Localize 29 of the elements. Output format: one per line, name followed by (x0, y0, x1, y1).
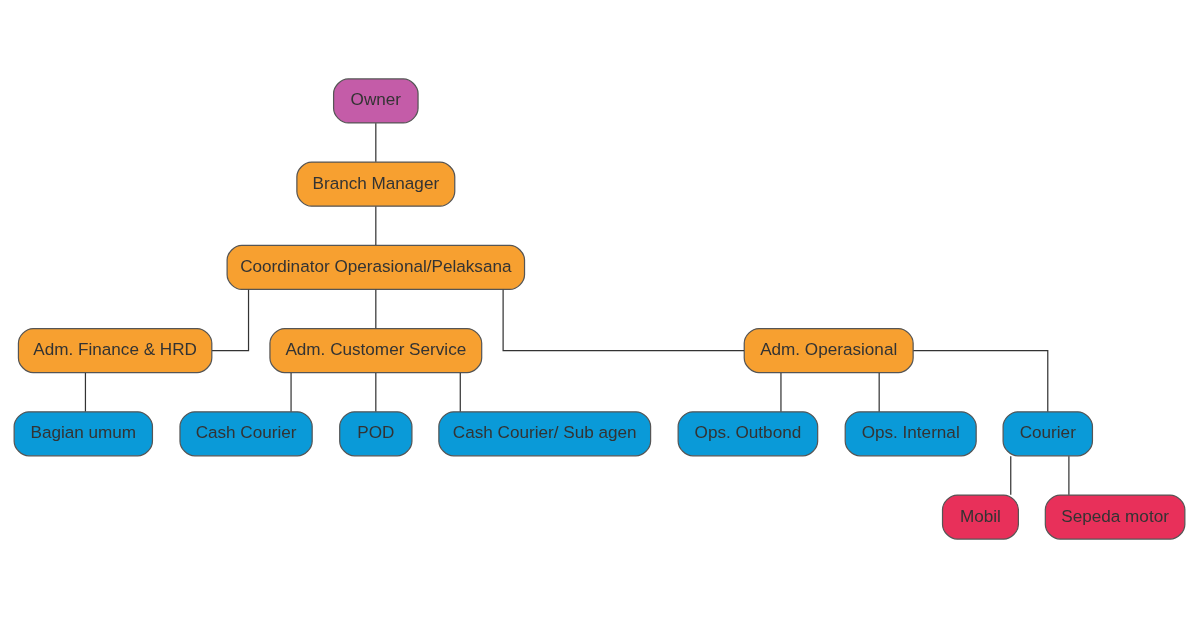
node-box: Coordinator Operasional/Pelaksana (226, 244, 526, 290)
node-box: Owner (333, 77, 419, 124)
node-box: Courier (1002, 410, 1094, 456)
node-box: POD (339, 410, 413, 456)
connector (1068, 455, 1070, 495)
connector (375, 371, 377, 412)
connector (502, 288, 745, 351)
connector (780, 371, 782, 412)
connector (211, 288, 250, 351)
node-box: Adm. Finance & HRD (17, 327, 213, 373)
connector (459, 371, 461, 412)
connector (290, 371, 292, 412)
node-box: Adm. Customer Service (269, 327, 483, 373)
node-box: Bagian umum (13, 410, 154, 456)
node-box: Ops. Internal (844, 410, 977, 456)
connector (878, 371, 880, 412)
node-box: Cash Courier/ Sub agen (438, 410, 652, 456)
connector (912, 349, 1049, 412)
node-box: Adm. Operasional (743, 327, 914, 373)
connector (375, 205, 377, 246)
connector (1010, 455, 1012, 495)
node-box: Branch Manager (296, 161, 456, 207)
node-box: Cash Courier (179, 410, 313, 456)
connector (375, 122, 377, 162)
node-box: Mobil (941, 493, 1019, 540)
connector (375, 288, 377, 329)
node-box: Sepeda motor (1044, 493, 1186, 540)
node-box: Ops. Outbond (677, 410, 819, 456)
connector (84, 371, 87, 412)
